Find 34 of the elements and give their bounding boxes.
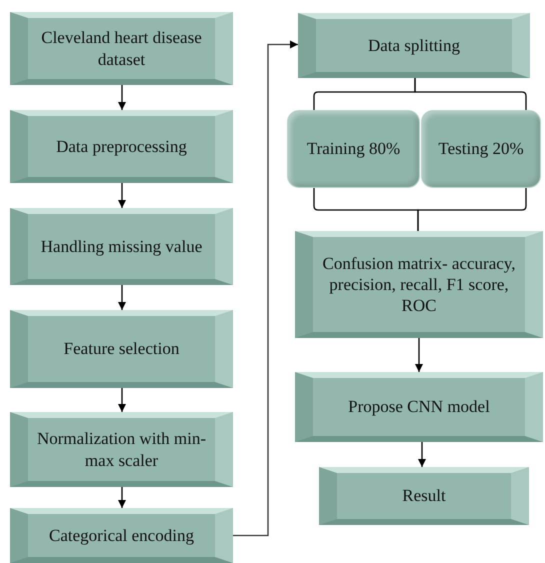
rounded-box — [421, 110, 541, 188]
arrow — [118, 183, 126, 208]
arrow — [118, 388, 126, 412]
brace-connector — [414, 78, 527, 110]
process-box — [10, 310, 233, 388]
step-label: Propose CNN model — [347, 396, 491, 418]
step-label: Testing 20% — [437, 138, 525, 160]
step-label: Training 80% — [306, 138, 402, 160]
process-box — [10, 412, 233, 487]
process-box — [319, 467, 529, 525]
process-box — [295, 372, 543, 442]
step-label: Categorical encoding — [48, 524, 195, 546]
arrow — [118, 285, 126, 310]
arrow — [118, 487, 126, 508]
process-box — [295, 231, 543, 338]
step-label: Cleveland heart disease dataset — [40, 27, 203, 70]
step-label: Result — [401, 485, 447, 507]
process-box — [298, 13, 530, 78]
arrow — [118, 85, 126, 110]
step-label: Handling missing value — [40, 236, 204, 258]
step-label: Data splitting — [366, 34, 462, 56]
step-label: Feature selection — [62, 338, 180, 360]
arrow — [415, 338, 423, 372]
step-label: Normalization with min-max scaler — [36, 428, 208, 471]
arrow — [418, 442, 426, 467]
brace-connector — [417, 188, 527, 231]
process-box — [10, 110, 233, 183]
process-box — [10, 208, 233, 285]
process-box — [10, 508, 233, 563]
rounded-box — [287, 110, 420, 188]
step-label: Data preprocessing — [55, 136, 188, 158]
arrow — [233, 40, 298, 536]
step-label: Confusion matrix- accuracy, precision, recall, F1 score, ROC — [322, 252, 516, 316]
process-box — [10, 12, 233, 85]
